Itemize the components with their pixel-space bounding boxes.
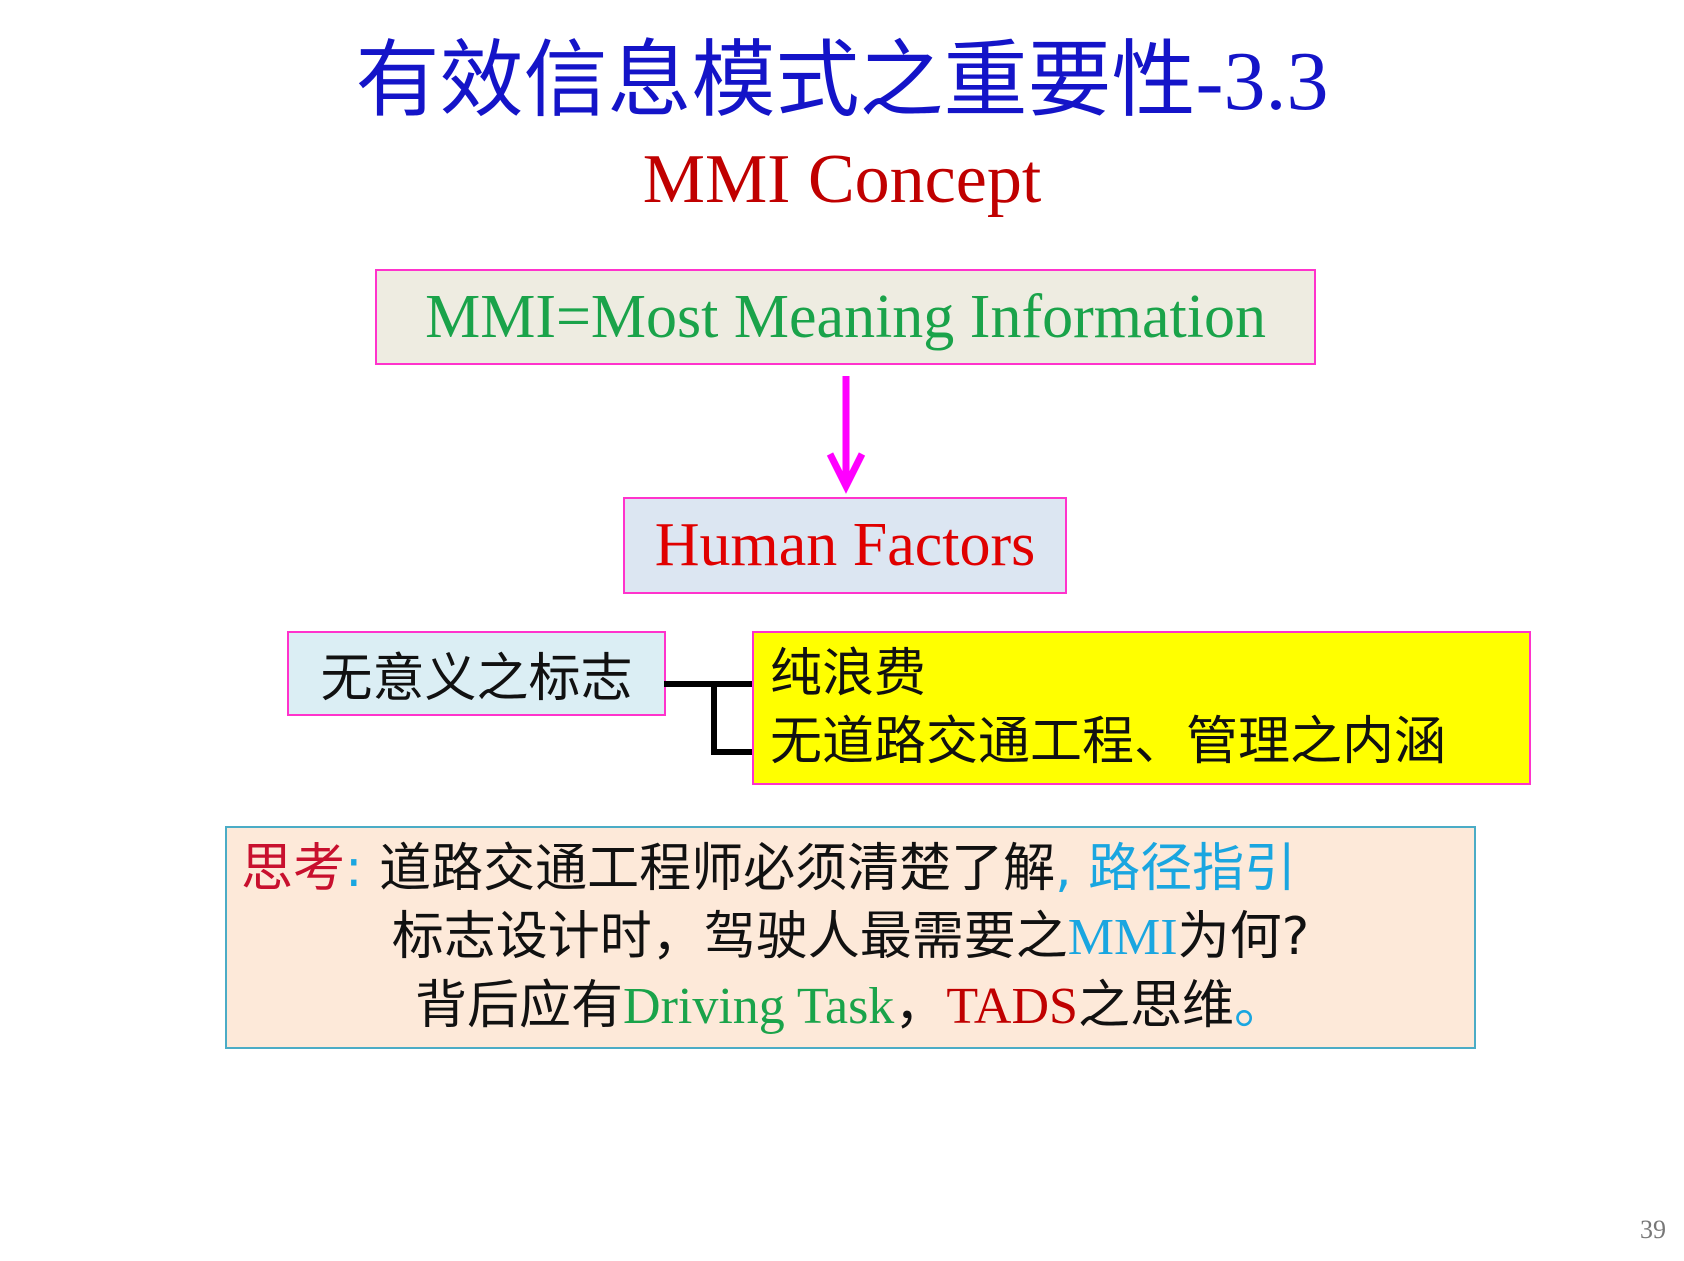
consequence-box: 纯浪费 无道路交通工程、管理之内涵 [752,631,1531,785]
human-factors-box: Human Factors [623,497,1067,594]
think-line-1: 思考: 道路交通工程师必须清楚了解, 路径指引 [227,835,1296,903]
think-label: 思考 [241,838,346,899]
title-cn: 有效信息模式之重要性 [355,31,1196,129]
think-period: 。 [1233,975,1286,1036]
think-comma: , [1055,838,1072,899]
consequence-line-1: 纯浪费 [770,644,927,704]
think-colon: : [345,838,363,899]
mmi-definition-box: MMI=Most Meaning Information [375,269,1316,365]
page-number: 39 [1640,1215,1666,1244]
think-text-2b: 为何? [1177,906,1310,967]
meaningless-sign-box: 无意义之标志 [287,631,666,716]
title-number: -3.3 [1195,35,1329,128]
driving-task-text: Driving Task [623,977,895,1035]
think-line-3: 背后应有Driving Task，TADS之思维。 [415,972,1286,1041]
tads-text: TADS [946,977,1078,1035]
think-line-2: 标志设计时，驾驶人最需要之MMI为何? [392,903,1309,972]
bracket-connector [664,681,754,755]
think-text-1: 道路交通工程师必须清楚了解 [379,838,1056,899]
think-text-3b: 之思维 [1077,975,1234,1036]
down-arrow-icon [826,376,866,494]
think-text-3a: 背后应有 [415,975,624,1036]
route-guidance-text: 路径指引 [1088,838,1297,899]
mmi-text: MMI [1067,908,1178,966]
slide-subtitle: MMI Concept [642,141,1042,218]
think-text-2a: 标志设计时，驾驶人最需要之 [391,906,1068,967]
think-box: 思考: 道路交通工程师必须清楚了解, 路径指引 标志设计时，驾驶人最需要之MMI… [225,826,1476,1049]
consequence-line-2: 无道路交通工程、管理之内涵 [770,712,1447,772]
slide-title: 有效信息模式之重要性-3.3 [0,30,1684,132]
think-comma-2: ， [894,975,947,1036]
